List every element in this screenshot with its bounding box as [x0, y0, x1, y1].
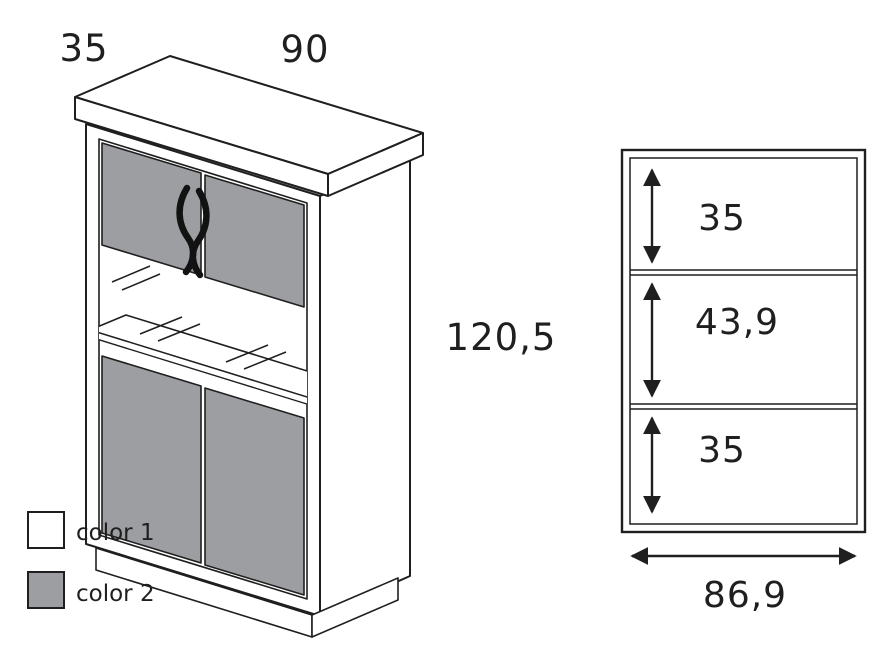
- glass-shelf-edge: [99, 329, 307, 406]
- color1-swatch: [27, 511, 65, 549]
- front-schematic: 35 43,9 35 86,9: [620, 148, 867, 616]
- cabinet-plinth-side: [311, 577, 399, 638]
- cabinet-side-face: [319, 157, 411, 617]
- inner-width-label: 86,9: [703, 575, 787, 616]
- shelf-glass-line: [139, 316, 183, 335]
- shelf-glass-line: [157, 323, 201, 342]
- glass-reflection-line: [111, 265, 151, 283]
- color1-label: color 1: [76, 520, 155, 546]
- cabinet-isometric-view: [74, 55, 424, 638]
- upper-door-right: [204, 174, 305, 308]
- schematic-inner-frame: [629, 157, 858, 525]
- depth-dimension-label: 35: [59, 27, 108, 70]
- height-dimension-label: 120,5: [446, 316, 557, 359]
- middle-compartment: [99, 265, 307, 406]
- cabinet-top-side-edge: [327, 132, 424, 197]
- width-dimension-label: 90: [280, 28, 329, 71]
- door-handle-right-icon: [189, 187, 210, 279]
- lower-door-right: [204, 387, 305, 596]
- color2-swatch: [27, 571, 65, 609]
- color2-label: color 2: [76, 581, 155, 607]
- top-section-label: 35: [698, 198, 746, 239]
- overall-dimension-labels: 35 90 120,5: [59, 27, 557, 359]
- shelf-glass-line: [243, 351, 287, 370]
- shelf-glass-line: [225, 344, 269, 363]
- schematic-outer-frame: [620, 148, 867, 534]
- bottom-section-label: 35: [698, 430, 746, 471]
- color-legend: color 1 color 2: [27, 511, 155, 609]
- lower-door-left: [101, 355, 202, 564]
- glass-reflection-line: [121, 273, 161, 291]
- middle-section-label: 43,9: [695, 302, 779, 343]
